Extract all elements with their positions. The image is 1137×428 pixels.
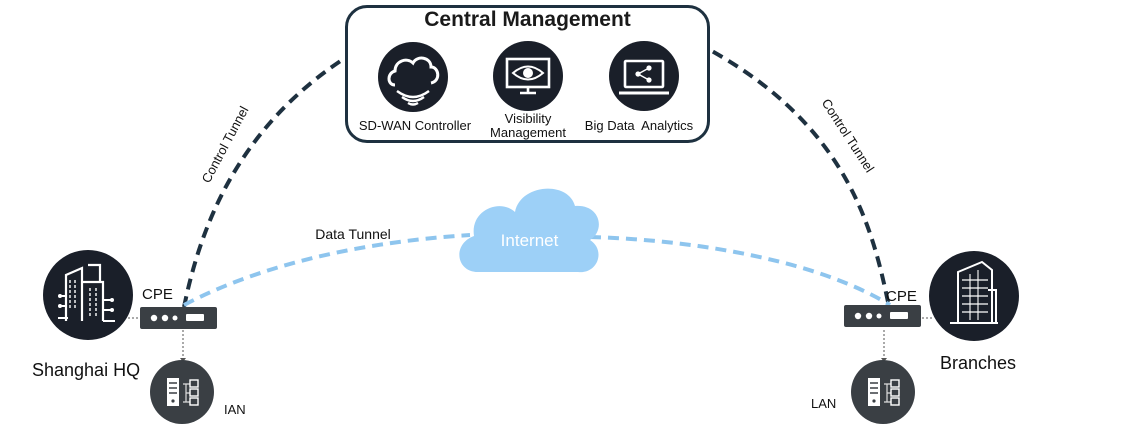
data-tunnel-left-line [183,233,471,307]
monitor-eye-icon [493,41,563,111]
control-tunnel-left-line [182,56,347,308]
management-icons [378,41,679,112]
branch-lan-label: LAN [811,396,837,411]
branch-building-icon [929,251,1019,341]
data-tunnel-right-line [589,235,892,307]
control-tunnel-right-line [709,48,890,303]
hq-cpe-label: CPE [142,286,173,303]
visibility-management-label: Visibility Management [490,111,566,140]
hq-name: Shanghai HQ [32,360,141,380]
laptop-share-icon [609,41,679,111]
branch-lan-server-icon [851,360,915,424]
branches-name: Branches [940,353,1017,373]
hq-lan-label: IAN [224,402,246,417]
central-management-title: Central Management [424,8,631,31]
internet-cloud-icon [459,188,599,273]
cloud-wifi-icon [378,42,448,112]
big-data-analytics-label: Big Data Analytics [584,118,694,133]
hq-cpe-device-icon [140,307,217,329]
internet-label: Internet [500,231,559,250]
branch-cpe-device-icon [844,305,921,327]
sd-wan-controller-label: SD-WAN Controller [358,118,472,133]
hq-lan-arrow [180,358,186,362]
branch-cpe-label: CPE [886,288,917,305]
data-tunnel-label: Data Tunnel [315,226,391,242]
branch-lan-arrow [881,358,887,362]
hq-lan-server-icon [150,360,214,424]
hq-building-icon [43,250,133,340]
